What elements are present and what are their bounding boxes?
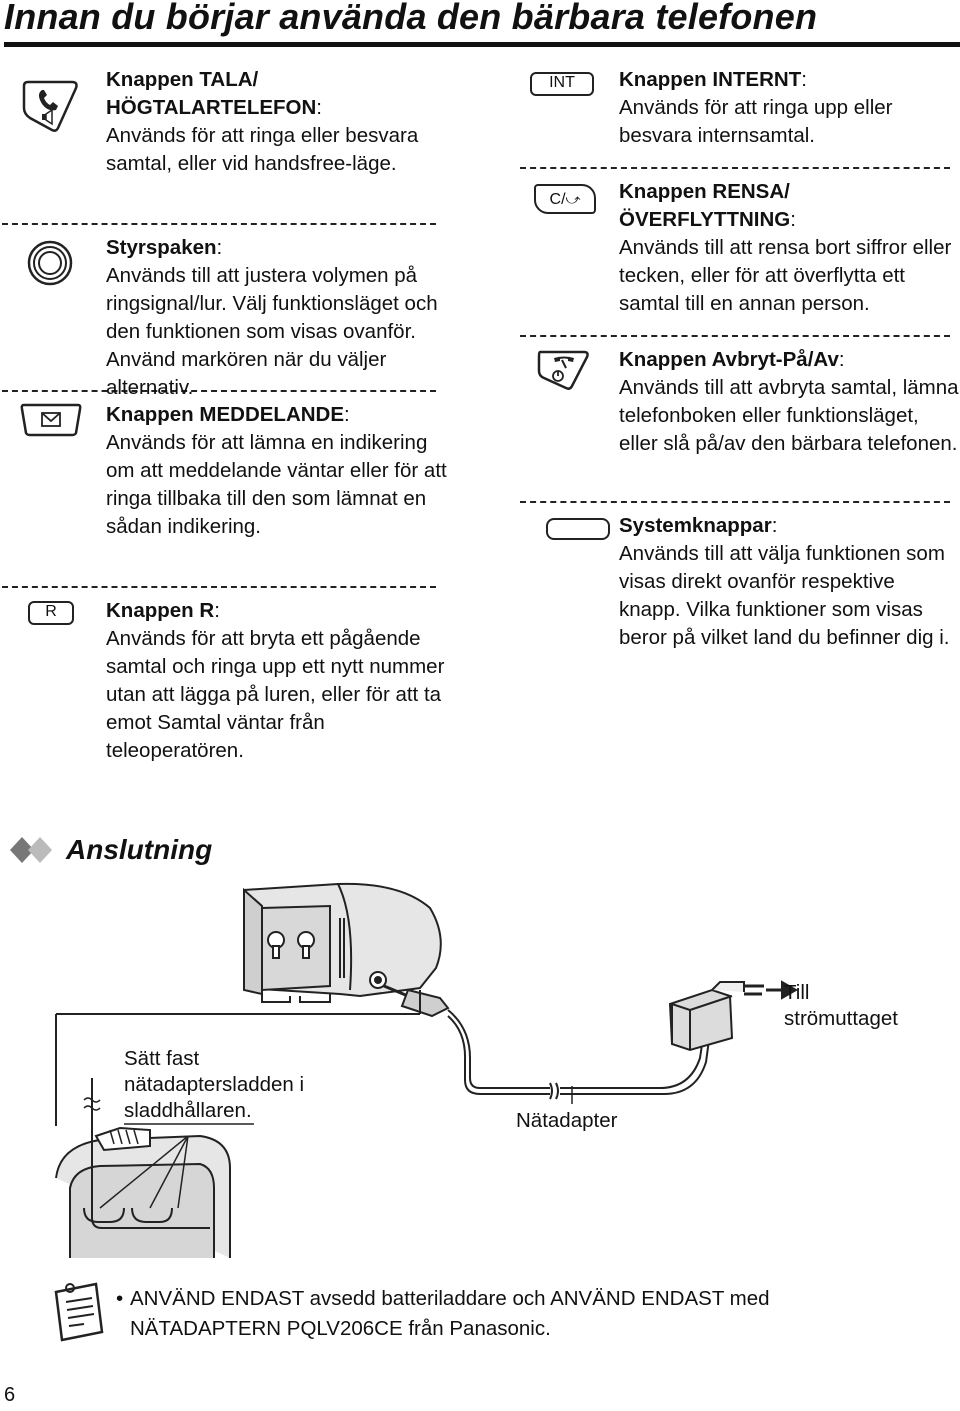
section-heading: Anslutning — [8, 830, 212, 870]
message-icon — [20, 403, 82, 437]
separator — [2, 586, 436, 588]
entry-message-button: Knappen MEDDELANDE: Används för att lämn… — [0, 401, 450, 575]
right-column: INT Knappen INTERNT: Används för att rin… — [520, 66, 960, 686]
note-text: • ANVÄND ENDAST avsedd batteriladdare oc… — [116, 1284, 920, 1344]
outlet-label: Till strömuttaget — [784, 981, 898, 1030]
entry-intercom-button: INT Knappen INTERNT: Används för att rin… — [520, 66, 960, 156]
off-power-button-head: Knappen Avbryt-På/Av — [619, 348, 839, 371]
entry-clear-transfer-button: C/⤻ Knappen RENSA/ ÖVERFLYTTNING: Använd… — [520, 178, 960, 324]
talk-button-desc: Används för att ringa eller besvara samt… — [106, 124, 419, 175]
separator — [520, 501, 950, 503]
connection-diagram: Sätt fast nätadaptersladden i sladdhålla… — [0, 878, 960, 1258]
note-content: ANVÄND ENDAST avsedd batteriladdare och … — [130, 1287, 770, 1340]
intercom-button-head: Knappen INTERNT — [619, 68, 802, 91]
talk-button-head: Knappen TALA/ HÖGTALARTELEFON — [106, 68, 317, 119]
clear-transfer-button-head: Knappen RENSA/ ÖVERFLYTTNING — [619, 180, 791, 231]
separator — [520, 335, 950, 337]
entry-talk-button: Knappen TALA/ HÖGTALARTELEFON: Används f… — [0, 66, 450, 212]
memo-note-icon — [54, 1282, 104, 1342]
cord-holder-label: Sätt fast nätadaptersladden i sladdhålla… — [124, 1047, 305, 1122]
talk-speakerphone-icon — [22, 80, 78, 132]
off-power-button-desc: Används till att avbryta samtal, lämna t… — [619, 376, 959, 455]
intercom-key-icon: INT — [530, 72, 594, 96]
separator — [2, 223, 436, 225]
r-key-icon: R — [28, 601, 74, 625]
off-power-icon — [537, 350, 589, 390]
separator — [2, 390, 436, 392]
entry-soft-keys: Systemknappar: Används till att välja fu… — [520, 512, 960, 686]
r-button-desc: Används för att bryta ett pågående samta… — [106, 627, 445, 762]
message-button-desc: Används för att lämna en indikering om a… — [106, 431, 447, 538]
title-rule — [4, 42, 960, 47]
joystick-head: Styrspaken — [106, 236, 217, 259]
note-box: • ANVÄND ENDAST avsedd batteriladdare oc… — [50, 1278, 930, 1358]
adapter-label: Nätadapter — [516, 1109, 618, 1132]
clear-transfer-button-desc: Används till att rensa bort siffror elle… — [619, 236, 952, 315]
note-bullet: • — [116, 1287, 124, 1310]
intercom-button-desc: Används för att ringa upp eller besvara … — [619, 96, 893, 147]
separator — [520, 167, 950, 169]
message-button-head: Knappen MEDDELANDE — [106, 403, 345, 426]
clear-transfer-key-icon: C/⤻ — [534, 184, 596, 214]
diamond-bullets-icon — [10, 837, 52, 863]
entry-r-button: R Knappen R: Används för att bryta ett p… — [0, 597, 450, 771]
base-unit-illustration — [55, 882, 799, 1258]
joystick-icon — [27, 240, 73, 286]
entry-off-power-button: Knappen Avbryt-På/Av: Används till att a… — [520, 346, 960, 490]
page-title: Innan du börjar använda den bärbara tele… — [4, 0, 818, 37]
soft-keys-desc: Används till att välja funktionen som vi… — [619, 542, 950, 649]
soft-keys-head: Systemknappar — [619, 514, 772, 537]
joystick-desc: Används till att justera volymen på ring… — [106, 264, 438, 399]
page-number: 6 — [4, 1384, 16, 1406]
entry-joystick: Styrspaken: Används till att justera vol… — [0, 234, 450, 399]
left-column: Knappen TALA/ HÖGTALARTELEFON: Används f… — [0, 66, 450, 771]
section-title: Anslutning — [66, 834, 213, 865]
soft-key-icon — [546, 518, 610, 540]
r-button-head: Knappen R — [106, 599, 215, 622]
